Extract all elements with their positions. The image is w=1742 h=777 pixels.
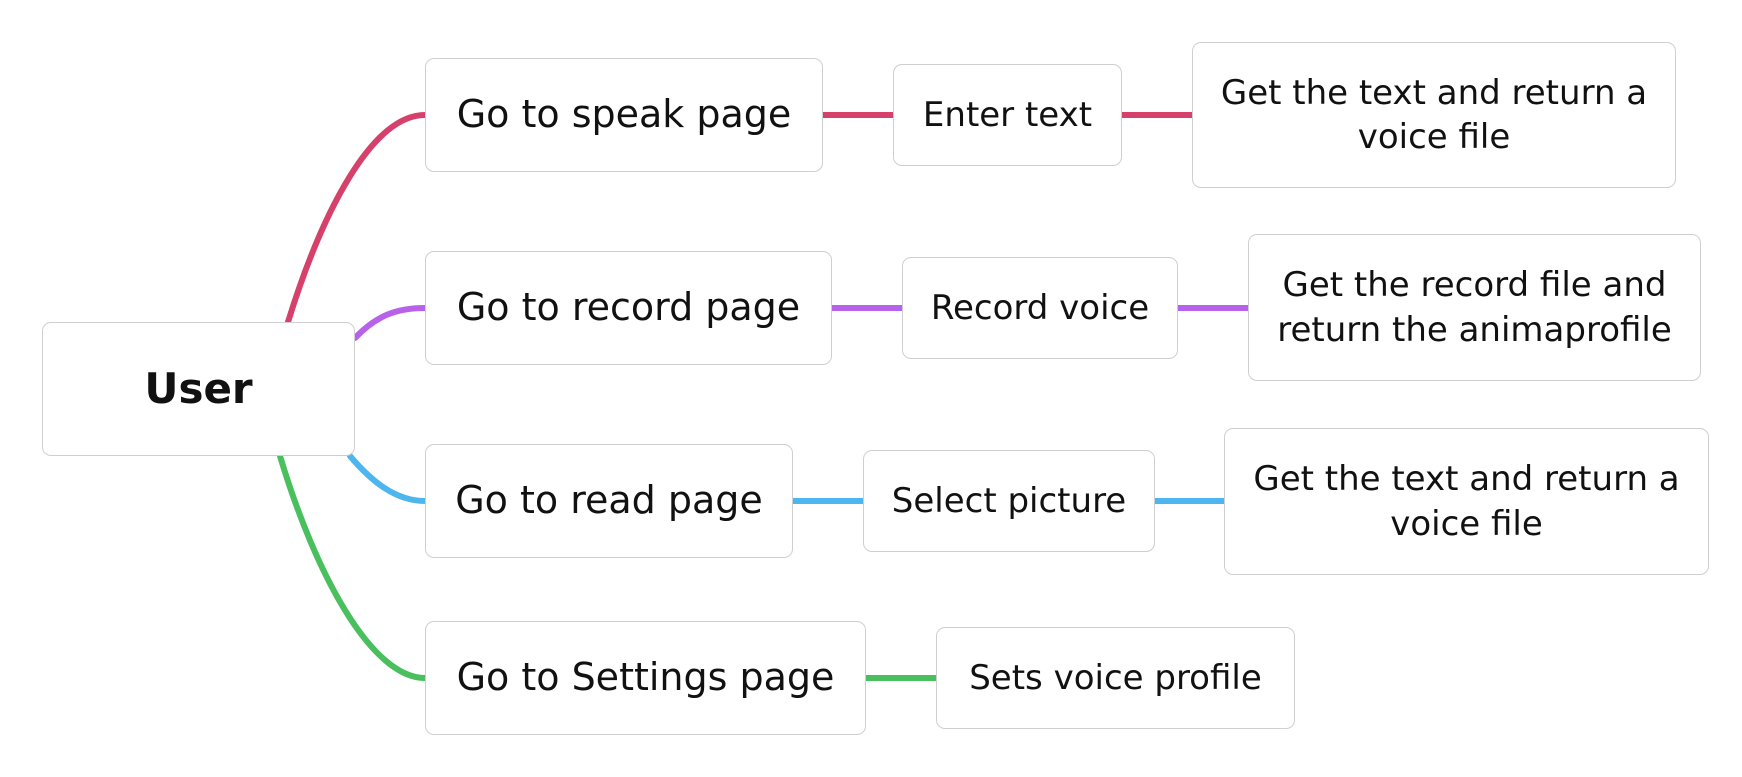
root-node-user: User bbox=[42, 322, 355, 456]
node-go-to-record-page: Go to record page bbox=[425, 251, 832, 365]
node-read-result: Get the text and return a voice file bbox=[1224, 428, 1709, 575]
connector-user-to-settings bbox=[277, 453, 428, 681]
node-go-to-speak-page: Go to speak page bbox=[425, 58, 823, 172]
node-sets-voice-profile: Sets voice profile bbox=[936, 627, 1295, 729]
node-record-result: Get the record file and return the anima… bbox=[1248, 234, 1701, 381]
connector-user-to-speak bbox=[285, 112, 428, 325]
node-go-to-settings-page: Go to Settings page bbox=[425, 621, 866, 735]
connector-user-to-read bbox=[347, 453, 428, 504]
node-enter-text: Enter text bbox=[893, 64, 1122, 166]
connector-user-to-record bbox=[352, 305, 428, 341]
node-speak-result: Get the text and return a voice file bbox=[1192, 42, 1676, 188]
node-record-voice: Record voice bbox=[902, 257, 1178, 359]
node-go-to-read-page: Go to read page bbox=[425, 444, 793, 558]
node-select-picture: Select picture bbox=[863, 450, 1155, 552]
